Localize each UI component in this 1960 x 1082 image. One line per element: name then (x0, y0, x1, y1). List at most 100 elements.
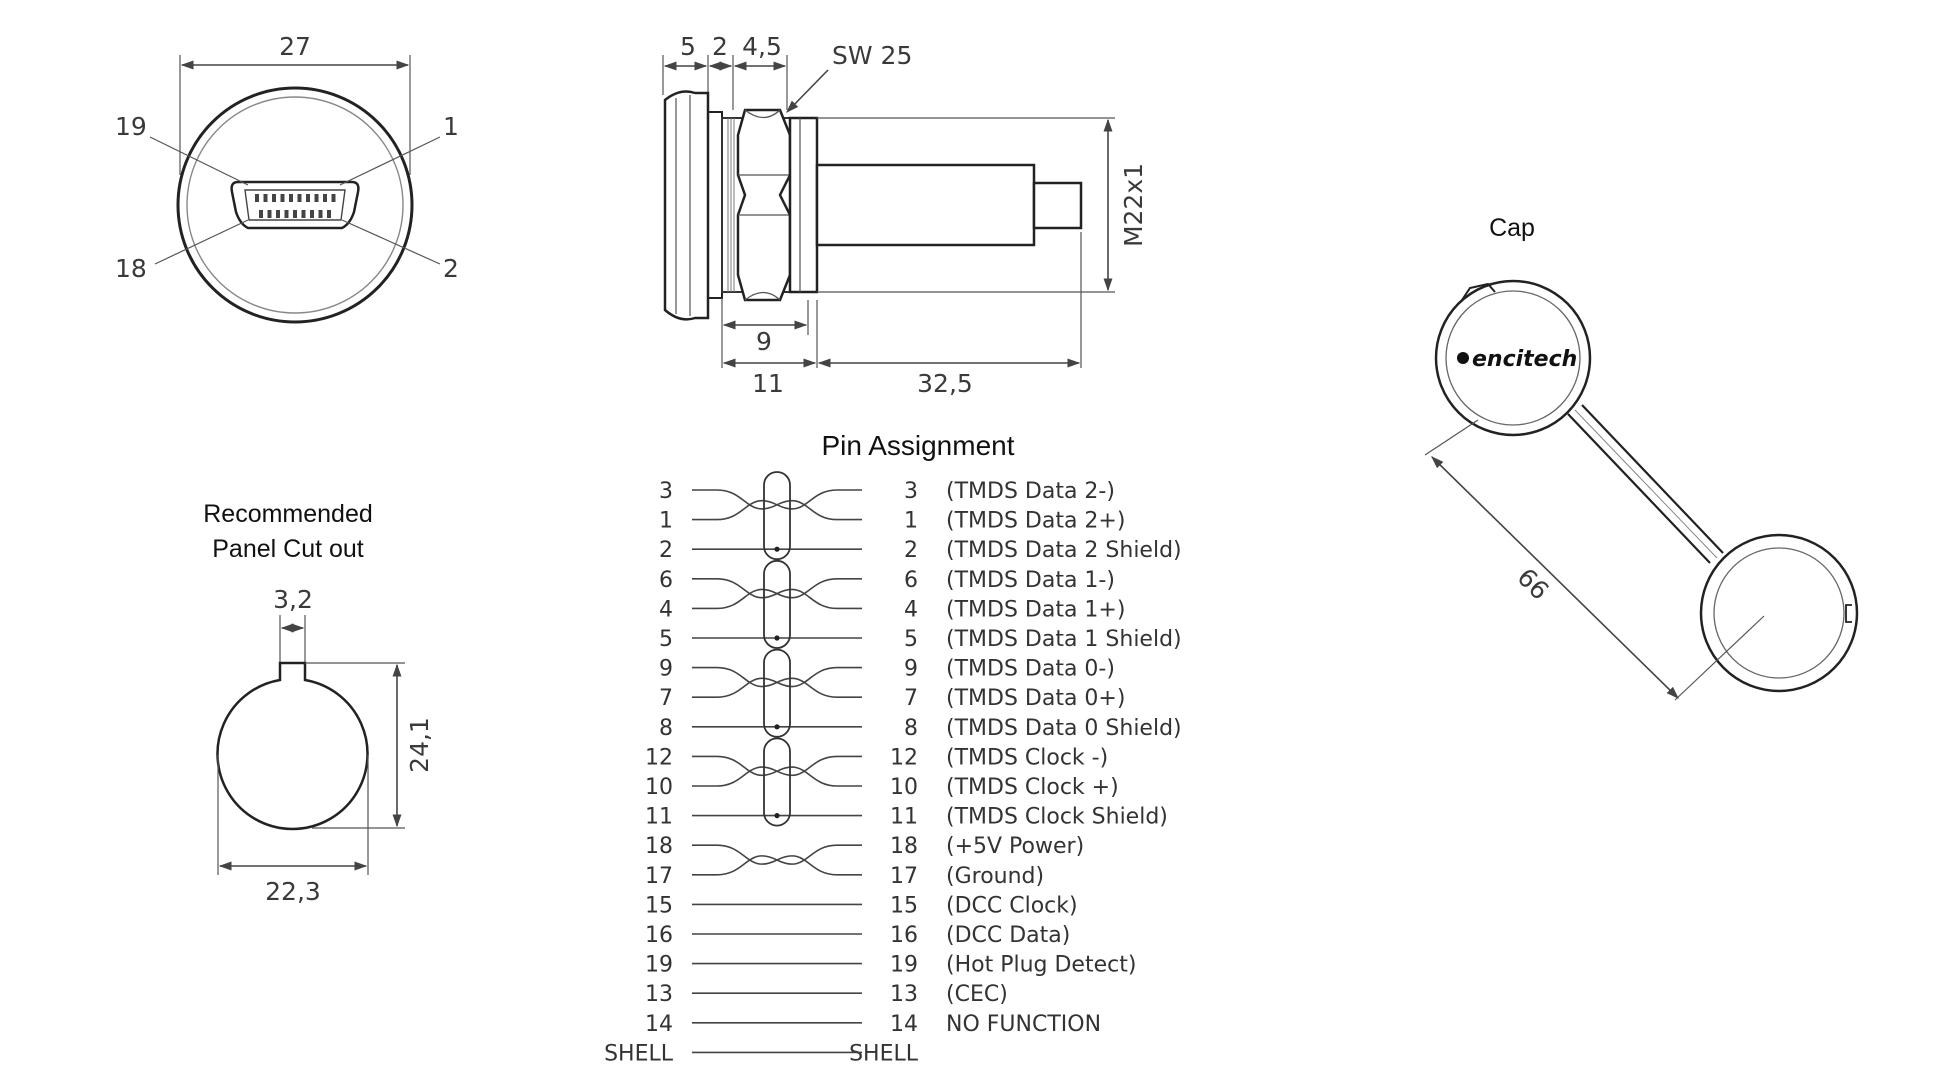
dim-key-width: 3,2 (273, 585, 313, 614)
pin-left-number: 8 (659, 716, 673, 741)
pin-label-2: 2 (443, 254, 459, 283)
twisted-wire (692, 666, 862, 698)
pin-description: (TMDS Data 0+) (946, 686, 1125, 711)
pin-description: (Ground) (946, 864, 1044, 889)
pin-right-number: 9 (904, 657, 918, 682)
pin-description: NO FUNCTION (946, 1012, 1101, 1037)
pin-right-number: 1 (904, 509, 918, 534)
contact-pin (276, 210, 280, 218)
pin-right-number: 8 (904, 716, 918, 741)
pin-label-19: 19 (115, 112, 147, 141)
pin-right-number: 17 (890, 864, 918, 889)
pin-left-number: 13 (645, 982, 673, 1007)
pin-left-number: 2 (659, 538, 673, 563)
pin-description: (TMDS Data 2 Shield) (946, 538, 1182, 563)
wrench-size-label: SW 25 (832, 41, 912, 70)
shield-junction (774, 546, 780, 552)
pin-description: (TMDS Data 1 Shield) (946, 627, 1182, 652)
front-view: 27 19 1 18 2 (115, 32, 459, 324)
pin-description: (TMDS Data 2+) (946, 509, 1125, 534)
pin-right-number: 19 (890, 953, 918, 978)
cutout-shape (216, 661, 369, 831)
contact-pin (255, 194, 259, 202)
contact-pin (263, 194, 268, 202)
shield-junction (774, 813, 780, 819)
contact-pin (293, 210, 297, 218)
pin-description: (TMDS Data 0 Shield) (946, 716, 1182, 741)
cap-brand: encitech (1472, 347, 1577, 372)
pin-left-number: 15 (645, 893, 673, 918)
pin-description: (TMDS Data 0-) (946, 657, 1115, 682)
pin-left-number: 10 (645, 775, 673, 800)
shield-capsule (763, 737, 791, 827)
contact-pin (301, 210, 306, 218)
pin-right-number: 2 (904, 538, 918, 563)
pin-right-number: 5 (904, 627, 918, 652)
pin-right-number: 13 (890, 982, 918, 1007)
pin-left-number: 18 (645, 834, 673, 859)
pin-description: (TMDS Data 1-) (946, 568, 1115, 593)
pin-left-number: 9 (659, 657, 673, 682)
dim-4-5: 4,5 (742, 32, 782, 61)
shield-capsule (763, 471, 791, 561)
contact-pin (310, 210, 314, 218)
pin-left-number: 14 (645, 1012, 673, 1037)
pin-label-1: 1 (443, 112, 459, 141)
contact-pin (314, 194, 319, 202)
dim-width: 22,3 (265, 877, 321, 906)
dim-5: 5 (680, 32, 696, 61)
contact-pin (331, 194, 336, 202)
contact-pin (306, 194, 310, 202)
pin-left-number: 12 (645, 745, 673, 770)
contact-pin (284, 210, 289, 218)
pin-left-number: 4 (659, 597, 673, 622)
twisted-wire (692, 844, 862, 876)
shield-capsule (763, 648, 791, 738)
shield-capsule (763, 559, 791, 649)
pin-right-number: 11 (890, 805, 918, 830)
twisted-wire (692, 578, 862, 610)
cap-drawing: Cap encitech 66 (1424, 214, 1859, 701)
pin-label-18: 18 (115, 254, 147, 283)
pin-right-number: 15 (890, 893, 918, 918)
dim-11: 11 (752, 369, 784, 398)
contact-pin (297, 194, 302, 202)
pin-right-number: 10 (890, 775, 918, 800)
contact-pin (318, 210, 323, 218)
cap-title: Cap (1489, 214, 1535, 242)
contact-pin (327, 210, 331, 218)
twisted-wire (692, 489, 862, 521)
pin-description: (TMDS Data 1+) (946, 597, 1125, 622)
pin-right-number: 4 (904, 597, 918, 622)
shield-junction (774, 724, 780, 730)
dim-9: 9 (756, 327, 772, 356)
shield-junction (774, 635, 780, 641)
pin-right-number: SHELL (849, 1041, 919, 1066)
contact-pin (280, 194, 285, 202)
pin-description: (TMDS Clock Shield) (946, 805, 1168, 830)
pin-right-number: 18 (890, 834, 918, 859)
contact-pin (267, 210, 272, 218)
pin-description: (DCC Data) (946, 923, 1070, 948)
dim-27: 27 (279, 32, 311, 61)
pin-description: (TMDS Data 2-) (946, 479, 1115, 504)
contact-pin (259, 210, 263, 218)
pin-left-number: 19 (645, 953, 673, 978)
pin-left-number: 11 (645, 805, 673, 830)
pin-description: (TMDS Clock -) (946, 745, 1108, 770)
twisted-wire (692, 755, 862, 787)
pin-description: (Hot Plug Detect) (946, 953, 1136, 978)
dim-height: 24,1 (405, 717, 434, 773)
cutout-title-line2: Panel Cut out (212, 535, 364, 563)
pin-left-number: 7 (659, 686, 673, 711)
brand-dot-icon (1457, 352, 1469, 364)
dim-cap-length: 66 (1512, 562, 1555, 605)
pin-right-number: 7 (904, 686, 918, 711)
pin-left-number: 1 (659, 509, 673, 534)
dim-2: 2 (712, 32, 728, 61)
cutout-title-line1: Recommended (203, 500, 373, 528)
pin-right-number: 12 (890, 745, 918, 770)
pin-assignment-title: Pin Assignment (822, 430, 1015, 461)
